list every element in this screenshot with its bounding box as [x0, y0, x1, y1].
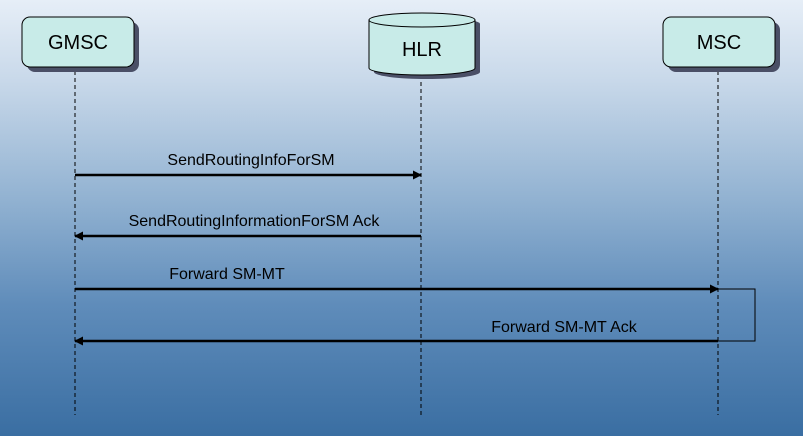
msc-processing-loop — [718, 288, 756, 342]
message-forward-sm-mt-ack: Forward SM-MT Ack — [74, 319, 718, 346]
msc-box — [662, 16, 776, 68]
hlr-cylinder-top — [368, 12, 476, 28]
message-label: Forward SM-MT — [169, 266, 285, 283]
message-forward-sm-mt: Forward SM-MT — [75, 266, 719, 294]
message-label: Forward SM-MT Ack — [491, 319, 638, 336]
gmsc-box — [21, 16, 135, 68]
hlr-participant: HLR — [368, 12, 480, 79]
hlr-label: HLR — [402, 39, 442, 61]
message-label: SendRoutingInformationForSM Ack — [129, 213, 381, 230]
hlr-cylinder-body — [368, 19, 476, 76]
msc-label: MSC — [697, 32, 741, 54]
message-send-routing-info: SendRoutingInfoForSM — [75, 152, 422, 180]
gmsc-label: GMSC — [48, 32, 108, 54]
gmsc-participant: GMSC — [21, 16, 139, 72]
msc-participant: MSC — [662, 16, 780, 72]
message-label: SendRoutingInfoForSM — [167, 152, 334, 169]
message-send-routing-ack: SendRoutingInformationForSM Ack — [74, 213, 421, 241]
